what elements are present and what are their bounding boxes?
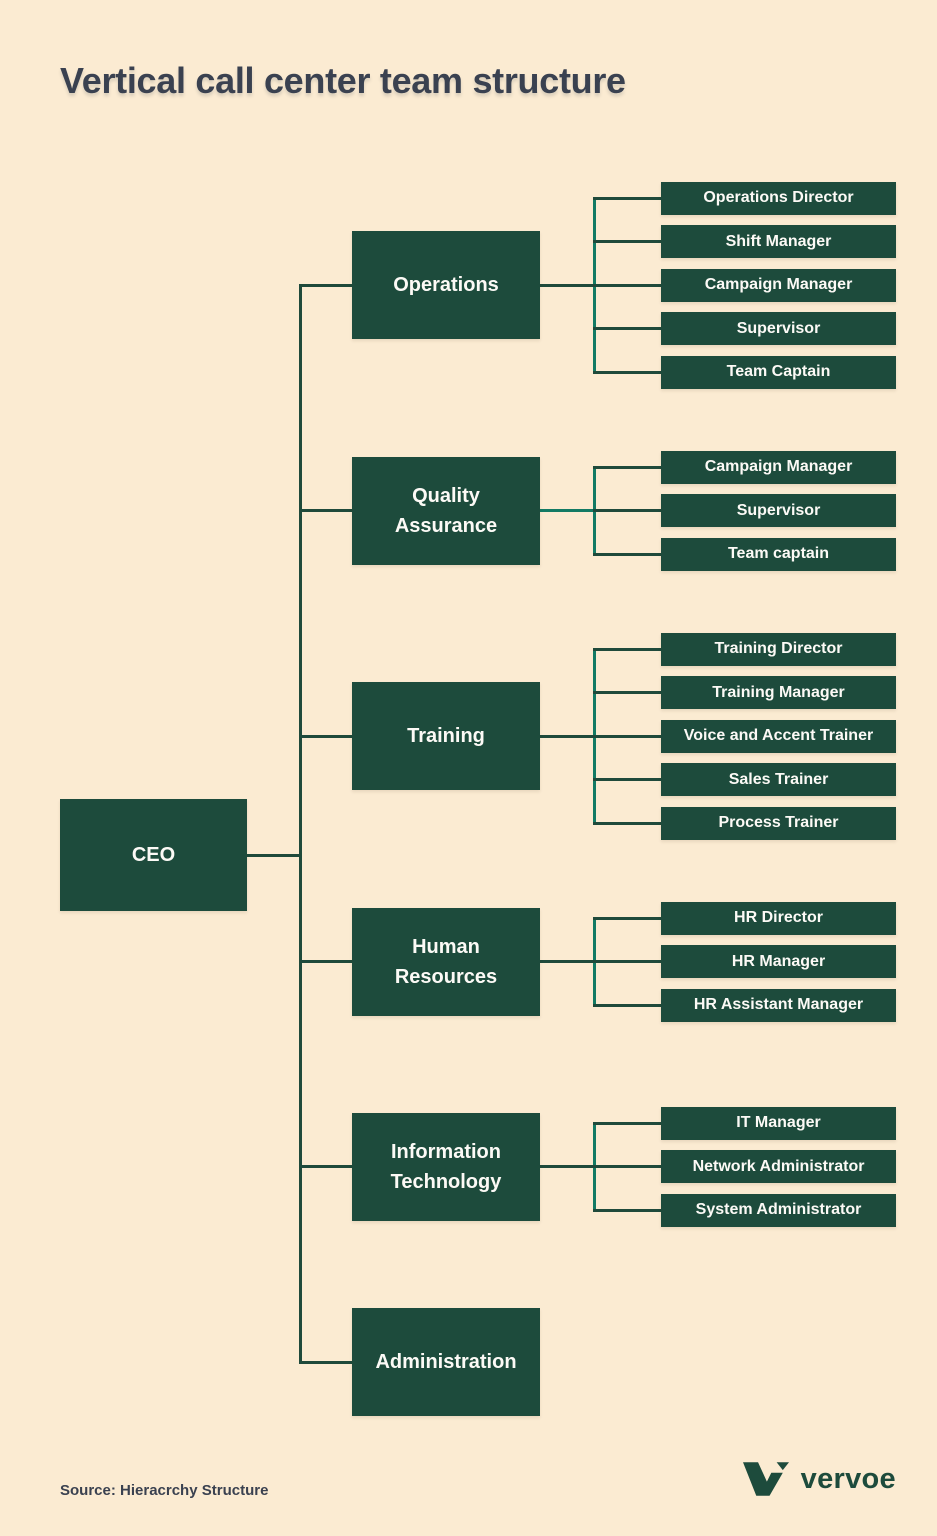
role-connector-line: [593, 509, 661, 512]
dept-node-operations: Operations: [352, 231, 540, 339]
role-label: Training Manager: [712, 683, 845, 701]
role-label: Campaign Manager: [704, 458, 853, 475]
role-connector-line: [593, 1121, 661, 1125]
role-node: Team Captain: [661, 355, 896, 389]
role-connector-line: [593, 240, 661, 243]
role-label: Process Trainer: [718, 814, 839, 831]
role-label: Shift Manager: [725, 232, 832, 250]
role-connector-line: [593, 196, 661, 200]
vervoe-logo: vervoe: [742, 1462, 896, 1496]
dept-node-quality-assurance: Quality Assurance: [352, 456, 540, 565]
dept-branch-line: [540, 283, 596, 287]
dept-connector-line: [299, 960, 352, 963]
role-node: Operations Director: [661, 181, 896, 215]
role-connector-line: [593, 465, 661, 469]
role-label: Training Director: [714, 640, 843, 657]
role-connector-line: [593, 916, 661, 920]
role-node: Voice and Accent Trainer: [661, 719, 896, 753]
role-connector-line: [593, 1165, 661, 1168]
dept-connector-line: [299, 509, 352, 512]
page-title: Vertical call center team structure: [60, 60, 626, 101]
role-node: Supervisor: [661, 312, 896, 345]
role-label: Voice and Accent Trainer: [683, 727, 874, 744]
dept-branch-line: [540, 960, 596, 963]
role-label: HR Director: [734, 909, 823, 926]
dept-node-information-technology: Information Technology: [352, 1112, 540, 1221]
dept-connector-line: [299, 1165, 352, 1168]
role-node: Shift Manager: [661, 225, 896, 258]
role-node: Sales Trainer: [661, 763, 896, 796]
dept-label: Information Technology: [390, 1140, 502, 1193]
role-node: HR Assistant Manager: [661, 988, 896, 1022]
role-connector-line: [593, 734, 661, 738]
dept-label: Administration: [375, 1351, 517, 1373]
role-label: Supervisor: [736, 319, 821, 337]
dept-branch-line: [540, 509, 596, 512]
dept-label: Human Resources: [394, 935, 498, 988]
dept-label: Operations: [393, 274, 499, 296]
role-connector-line: [593, 778, 661, 781]
dept-node-training: Training: [352, 682, 540, 790]
role-label: HR Assistant Manager: [693, 996, 864, 1013]
role-node: IT Manager: [661, 1106, 896, 1140]
ceo-node: CEO: [60, 799, 247, 911]
role-node: Training Manager: [661, 676, 896, 709]
dept-label: Training: [407, 725, 485, 747]
role-node: Process Trainer: [661, 806, 896, 840]
role-connector-line: [593, 370, 661, 374]
role-node: System Administrator: [661, 1193, 896, 1227]
dept-label: Quality Assurance: [394, 484, 498, 537]
role-label: Sales Trainer: [728, 770, 829, 788]
role-connector-line: [593, 1208, 661, 1212]
role-connector-line: [593, 960, 661, 963]
dept-branch-line: [540, 1165, 596, 1168]
role-label: Team Captain: [726, 363, 831, 380]
dept-branch-line: [540, 734, 596, 738]
ceo-connector-line: [247, 853, 300, 857]
dept-node-administration: Administration: [352, 1308, 540, 1416]
role-node: Supervisor: [661, 494, 896, 527]
role-node: Training Director: [661, 632, 896, 666]
role-label: IT Manager: [736, 1114, 821, 1131]
role-node: HR Manager: [661, 945, 896, 978]
main-trunk-line: [299, 283, 302, 1364]
source-caption: Source: Hieracrchy Structure: [60, 1482, 269, 1499]
role-label: System Administrator: [695, 1201, 862, 1218]
role-node: Campaign Manager: [661, 450, 896, 484]
role-label: HR Manager: [731, 952, 826, 970]
vervoe-logo-text: vervoe: [800, 1462, 896, 1495]
role-label: Supervisor: [736, 501, 821, 519]
role-label: Operations Director: [703, 189, 854, 206]
role-connector-line: [593, 647, 661, 651]
ceo-label: CEO: [131, 843, 176, 866]
role-connector-line: [593, 691, 661, 694]
role-connector-line: [593, 1003, 661, 1007]
role-node: HR Director: [661, 901, 896, 935]
dept-node-human-resources: Human Resources: [352, 907, 540, 1016]
role-node: Network Administrator: [661, 1150, 896, 1183]
role-label: Campaign Manager: [704, 276, 853, 293]
role-connector-line: [593, 821, 661, 825]
role-label: Team captain: [727, 545, 830, 562]
role-node: Team captain: [661, 537, 896, 571]
vervoe-v-icon: [742, 1462, 789, 1496]
role-connector-line: [593, 327, 661, 330]
role-label: Network Administrator: [692, 1157, 865, 1175]
dept-connector-line: [299, 283, 352, 287]
dept-connector-line: [299, 734, 352, 738]
dept-connector-line: [299, 1360, 352, 1364]
role-node: Campaign Manager: [661, 268, 896, 302]
role-connector-line: [593, 283, 661, 287]
role-connector-line: [593, 552, 661, 556]
